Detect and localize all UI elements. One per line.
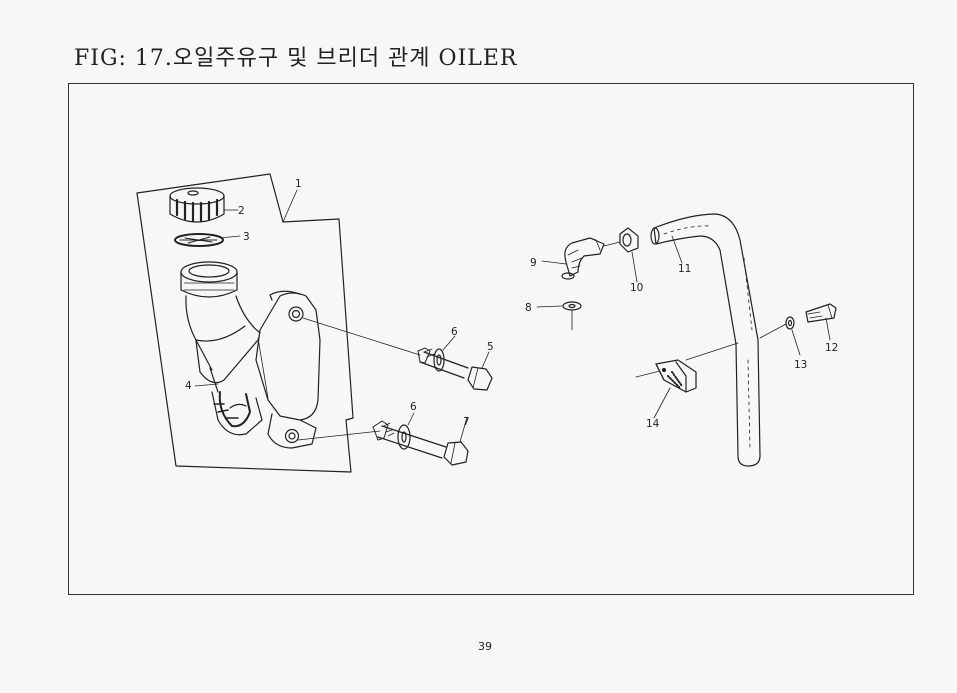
leader-fitting-chain	[603, 241, 621, 247]
callout-14: 14	[646, 418, 660, 430]
diagram-frame	[68, 83, 914, 595]
washer-8-icon	[562, 301, 582, 311]
callout-7: 7	[463, 416, 470, 428]
cap-gasket-icon	[174, 233, 224, 247]
leader-7	[459, 416, 468, 443]
callout-4: 4	[185, 380, 192, 392]
callout-12: 12	[825, 342, 838, 354]
leader-4	[194, 383, 219, 387]
leader-11	[671, 235, 683, 264]
leader-10	[631, 251, 638, 283]
leader-bolt-lower	[297, 430, 381, 441]
figure-title: FIG: 17.오일주유구 및 브리더 관계 OILER	[74, 46, 518, 71]
leader-3	[219, 235, 241, 239]
leader-14	[653, 387, 671, 419]
breather-hose-icon	[650, 213, 761, 467]
callout-10: 10	[630, 282, 643, 294]
oiler-cap-icon	[169, 187, 225, 223]
leader-14b	[635, 370, 661, 378]
page-number: 39	[478, 640, 492, 653]
hose-clip-icon	[655, 359, 697, 393]
leader-8	[536, 305, 563, 308]
callout-6b: 6	[410, 401, 417, 413]
hose-nut-icon	[619, 227, 639, 253]
leader-9	[541, 260, 567, 265]
callout-2: 2	[238, 205, 245, 217]
screw-icon	[805, 303, 837, 323]
leader-6a	[442, 335, 456, 351]
leader-bolt-upper	[302, 317, 421, 356]
oiler-body-icon	[180, 261, 321, 449]
callout-9: 9	[530, 257, 537, 269]
leader-1	[282, 189, 298, 223]
bolt-lower-icon	[372, 420, 469, 466]
elbow-fitting-icon	[561, 237, 605, 280]
oiler-panel-outline	[136, 173, 354, 473]
leader-12	[825, 317, 831, 341]
callout-6a: 6	[451, 326, 458, 338]
washer-13-icon	[785, 316, 795, 330]
callout-13: 13	[794, 359, 807, 371]
callout-11: 11	[678, 263, 691, 275]
leader-6b	[407, 412, 415, 426]
bolt-upper-icon	[417, 347, 493, 391]
leader-clip-to-hose	[685, 342, 739, 361]
leader-13	[791, 329, 801, 356]
callout-5: 5	[487, 341, 494, 353]
leader-screw-to-hose	[759, 323, 787, 339]
callout-1: 1	[295, 178, 302, 190]
callout-3: 3	[243, 231, 250, 243]
callout-8: 8	[525, 302, 532, 314]
leader-5	[481, 351, 490, 369]
